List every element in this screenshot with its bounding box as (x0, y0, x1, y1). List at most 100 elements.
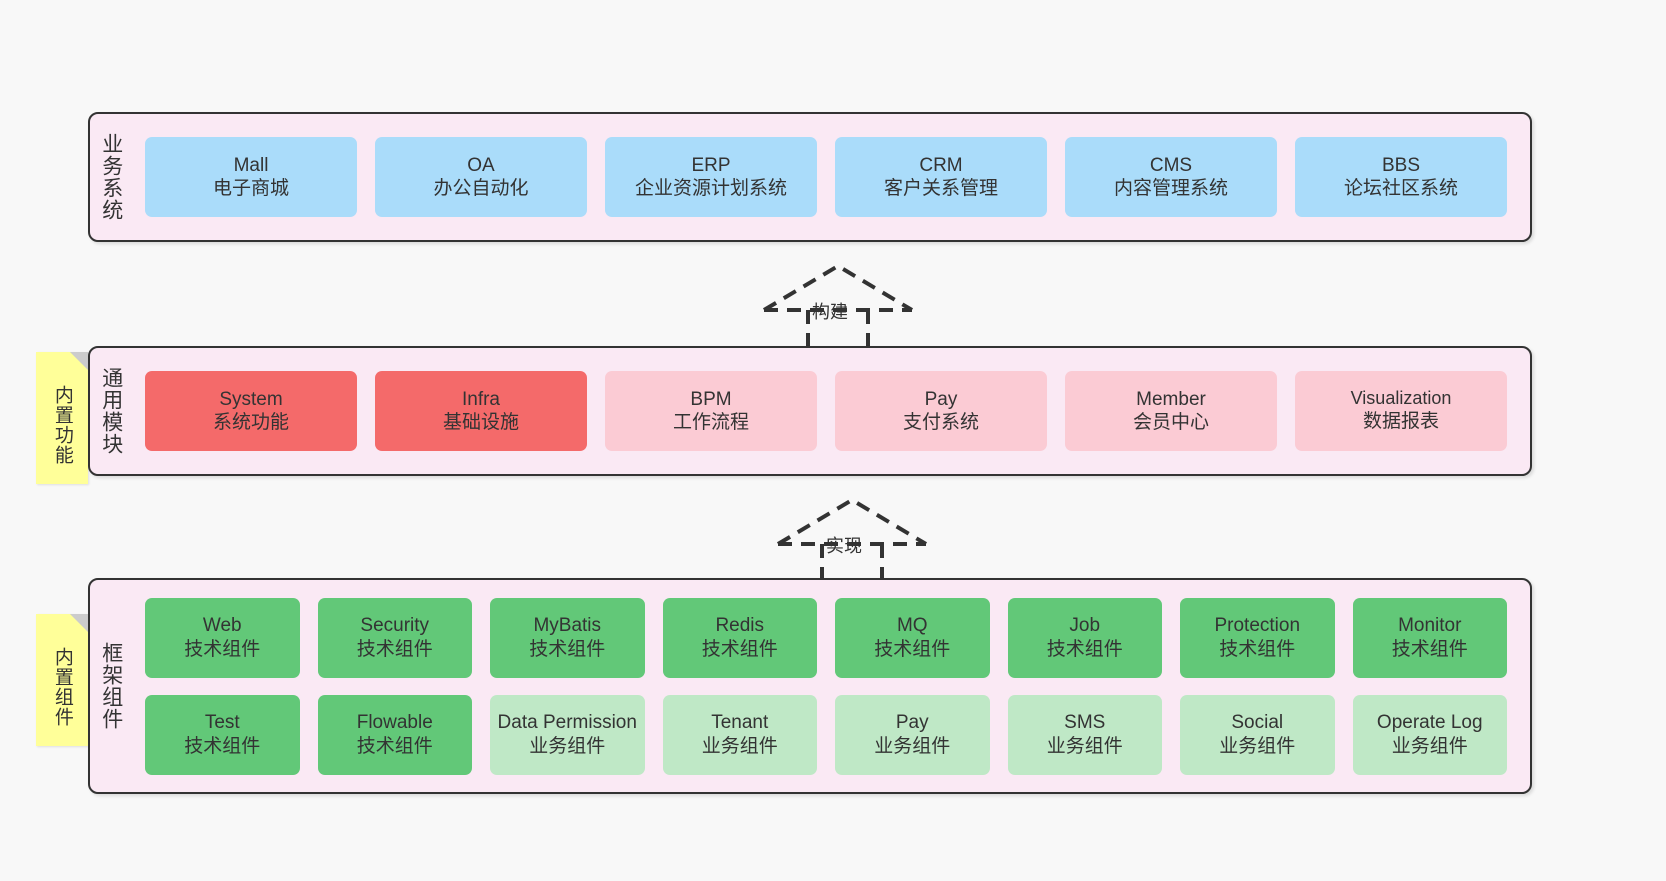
node-infra-en: Infra (461, 388, 501, 410)
node-erp[interactable]: ERP 企业资源计划系统 (605, 137, 817, 217)
node-pay-module[interactable]: Pay 支付系统 (835, 371, 1047, 451)
layer-framework-component: 框架组件 Web 技术组件 Security 技术组件 MyBatis 技术组件… (88, 578, 1532, 794)
node-erp-en: ERP (691, 154, 731, 176)
node-oa-cn: 办公自动化 (433, 178, 529, 199)
node-pay-component-en: Pay (895, 712, 929, 734)
node-tenant-cn: 业务组件 (701, 735, 778, 757)
node-operate-log-cn: 业务组件 (1391, 735, 1468, 757)
node-web[interactable]: Web 技术组件 (145, 597, 300, 678)
note-builtin-function: 内置功能 (36, 352, 88, 484)
node-monitor[interactable]: Monitor 技术组件 (1352, 597, 1507, 678)
node-mybatis-en: MyBatis (533, 615, 602, 637)
node-redis-cn: 技术组件 (701, 638, 778, 660)
node-cms-cn: 内容管理系统 (1113, 178, 1228, 199)
node-pay-component[interactable]: Pay 业务组件 (835, 694, 990, 775)
node-tenant-en: Tenant (711, 712, 769, 734)
node-mq-en: MQ (896, 615, 928, 637)
node-bbs[interactable]: BBS 论坛社区系统 (1295, 137, 1507, 217)
node-infra-cn: 基础设施 (442, 412, 519, 433)
node-bpm-en: BPM (690, 388, 732, 410)
node-protection[interactable]: Protection 技术组件 (1180, 597, 1335, 678)
node-data-permission-cn: 业务组件 (529, 735, 606, 757)
node-mybatis[interactable]: MyBatis 技术组件 (490, 597, 645, 678)
node-member[interactable]: Member 会员中心 (1065, 371, 1277, 451)
node-mq[interactable]: MQ 技术组件 (835, 597, 990, 678)
node-monitor-cn: 技术组件 (1391, 638, 1468, 660)
node-pay-module-en: Pay (924, 388, 958, 410)
framework-row-business: Test 技术组件 Flowable 技术组件 Data Permission … (136, 694, 1516, 775)
node-mybatis-cn: 技术组件 (529, 638, 606, 660)
connector-build-label: 构建 (812, 302, 848, 322)
node-infra[interactable]: Infra 基础设施 (375, 371, 587, 451)
node-job[interactable]: Job 技术组件 (1007, 597, 1162, 678)
node-cms-en: CMS (1149, 154, 1193, 176)
node-mall-en: Mall (233, 154, 269, 176)
node-oa-en: OA (467, 154, 495, 176)
node-monitor-en: Monitor (1398, 615, 1462, 637)
node-pay-module-cn: 支付系统 (902, 412, 979, 433)
layer-body-framework-component: Web 技术组件 Security 技术组件 MyBatis 技术组件 Redi… (132, 580, 1530, 792)
node-sms-en: SMS (1064, 712, 1106, 734)
node-job-cn: 技术组件 (1046, 638, 1123, 660)
node-test-cn: 技术组件 (184, 735, 261, 757)
framework-row-technical: Web 技术组件 Security 技术组件 MyBatis 技术组件 Redi… (136, 597, 1516, 678)
node-mq-cn: 技术组件 (874, 638, 951, 660)
node-cms[interactable]: CMS 内容管理系统 (1065, 137, 1277, 217)
node-mall[interactable]: Mall 电子商城 (145, 137, 357, 217)
layer-common-module: 通用模块 System 系统功能 Infra 基础设施 BPM 工作流程 Pay… (88, 346, 1532, 476)
node-operate-log-en: Operate Log (1376, 712, 1483, 734)
node-visualization-cn: 数据报表 (1362, 411, 1439, 433)
node-redis-en: Redis (715, 615, 765, 637)
note-fold-corner-icon (70, 614, 88, 632)
note-fold-corner-icon (70, 352, 88, 370)
node-bpm[interactable]: BPM 工作流程 (605, 371, 817, 451)
node-bbs-en: BBS (1381, 154, 1421, 176)
connector-implement: 实现 (764, 492, 944, 592)
node-security[interactable]: Security 技术组件 (317, 597, 472, 678)
node-bpm-cn: 工作流程 (672, 412, 749, 433)
node-system-en: System (219, 388, 283, 410)
node-crm-cn: 客户关系管理 (883, 178, 998, 199)
node-visualization[interactable]: Visualization 数据报表 (1295, 371, 1507, 451)
layer-business-system: 业务系统 Mall 电子商城 OA 办公自动化 ERP 企业资源计划系统 CRM… (88, 112, 1532, 242)
node-social-en: Social (1231, 712, 1284, 734)
node-tenant[interactable]: Tenant 业务组件 (662, 694, 817, 775)
node-security-en: Security (360, 615, 430, 637)
note-builtin-component-label: 内置组件 (51, 647, 73, 727)
node-data-permission[interactable]: Data Permission 业务组件 (490, 694, 645, 775)
layer-title-common-module: 通用模块 (99, 367, 123, 455)
node-crm[interactable]: CRM 客户关系管理 (835, 137, 1047, 217)
node-erp-cn: 企业资源计划系统 (634, 178, 787, 199)
node-redis[interactable]: Redis 技术组件 (662, 597, 817, 678)
node-system-cn: 系统功能 (212, 412, 289, 433)
node-bbs-cn: 论坛社区系统 (1343, 178, 1458, 199)
layer-body-common-module: System 系统功能 Infra 基础设施 BPM 工作流程 Pay 支付系统… (132, 348, 1530, 474)
node-system[interactable]: System 系统功能 (145, 371, 357, 451)
node-flowable-en: Flowable (356, 712, 433, 734)
note-builtin-component: 内置组件 (36, 614, 88, 746)
node-social-cn: 业务组件 (1219, 735, 1296, 757)
node-security-cn: 技术组件 (356, 638, 433, 660)
node-job-en: Job (1069, 615, 1101, 637)
node-flowable-cn: 技术组件 (356, 735, 433, 757)
node-member-en: Member (1136, 388, 1206, 410)
node-flowable[interactable]: Flowable 技术组件 (317, 694, 472, 775)
node-web-cn: 技术组件 (184, 638, 261, 660)
connector-implement-label: 实现 (826, 536, 862, 556)
layer-title-framework-component: 框架组件 (99, 642, 123, 730)
node-mall-cn: 电子商城 (212, 178, 289, 199)
node-sms[interactable]: SMS 业务组件 (1007, 694, 1162, 775)
node-test-en: Test (204, 712, 240, 734)
node-social[interactable]: Social 业务组件 (1180, 694, 1335, 775)
node-operate-log[interactable]: Operate Log 业务组件 (1352, 694, 1507, 775)
node-visualization-en: Visualization (1350, 388, 1452, 409)
layer-title-business-system: 业务系统 (99, 133, 123, 221)
layer-body-business-system: Mall 电子商城 OA 办公自动化 ERP 企业资源计划系统 CRM 客户关系… (132, 114, 1530, 240)
node-test[interactable]: Test 技术组件 (145, 694, 300, 775)
node-data-permission-en: Data Permission (497, 712, 637, 734)
node-oa[interactable]: OA 办公自动化 (375, 137, 587, 217)
node-sms-cn: 业务组件 (1046, 735, 1123, 757)
connector-build: 构建 (750, 258, 930, 358)
node-protection-en: Protection (1214, 615, 1301, 637)
